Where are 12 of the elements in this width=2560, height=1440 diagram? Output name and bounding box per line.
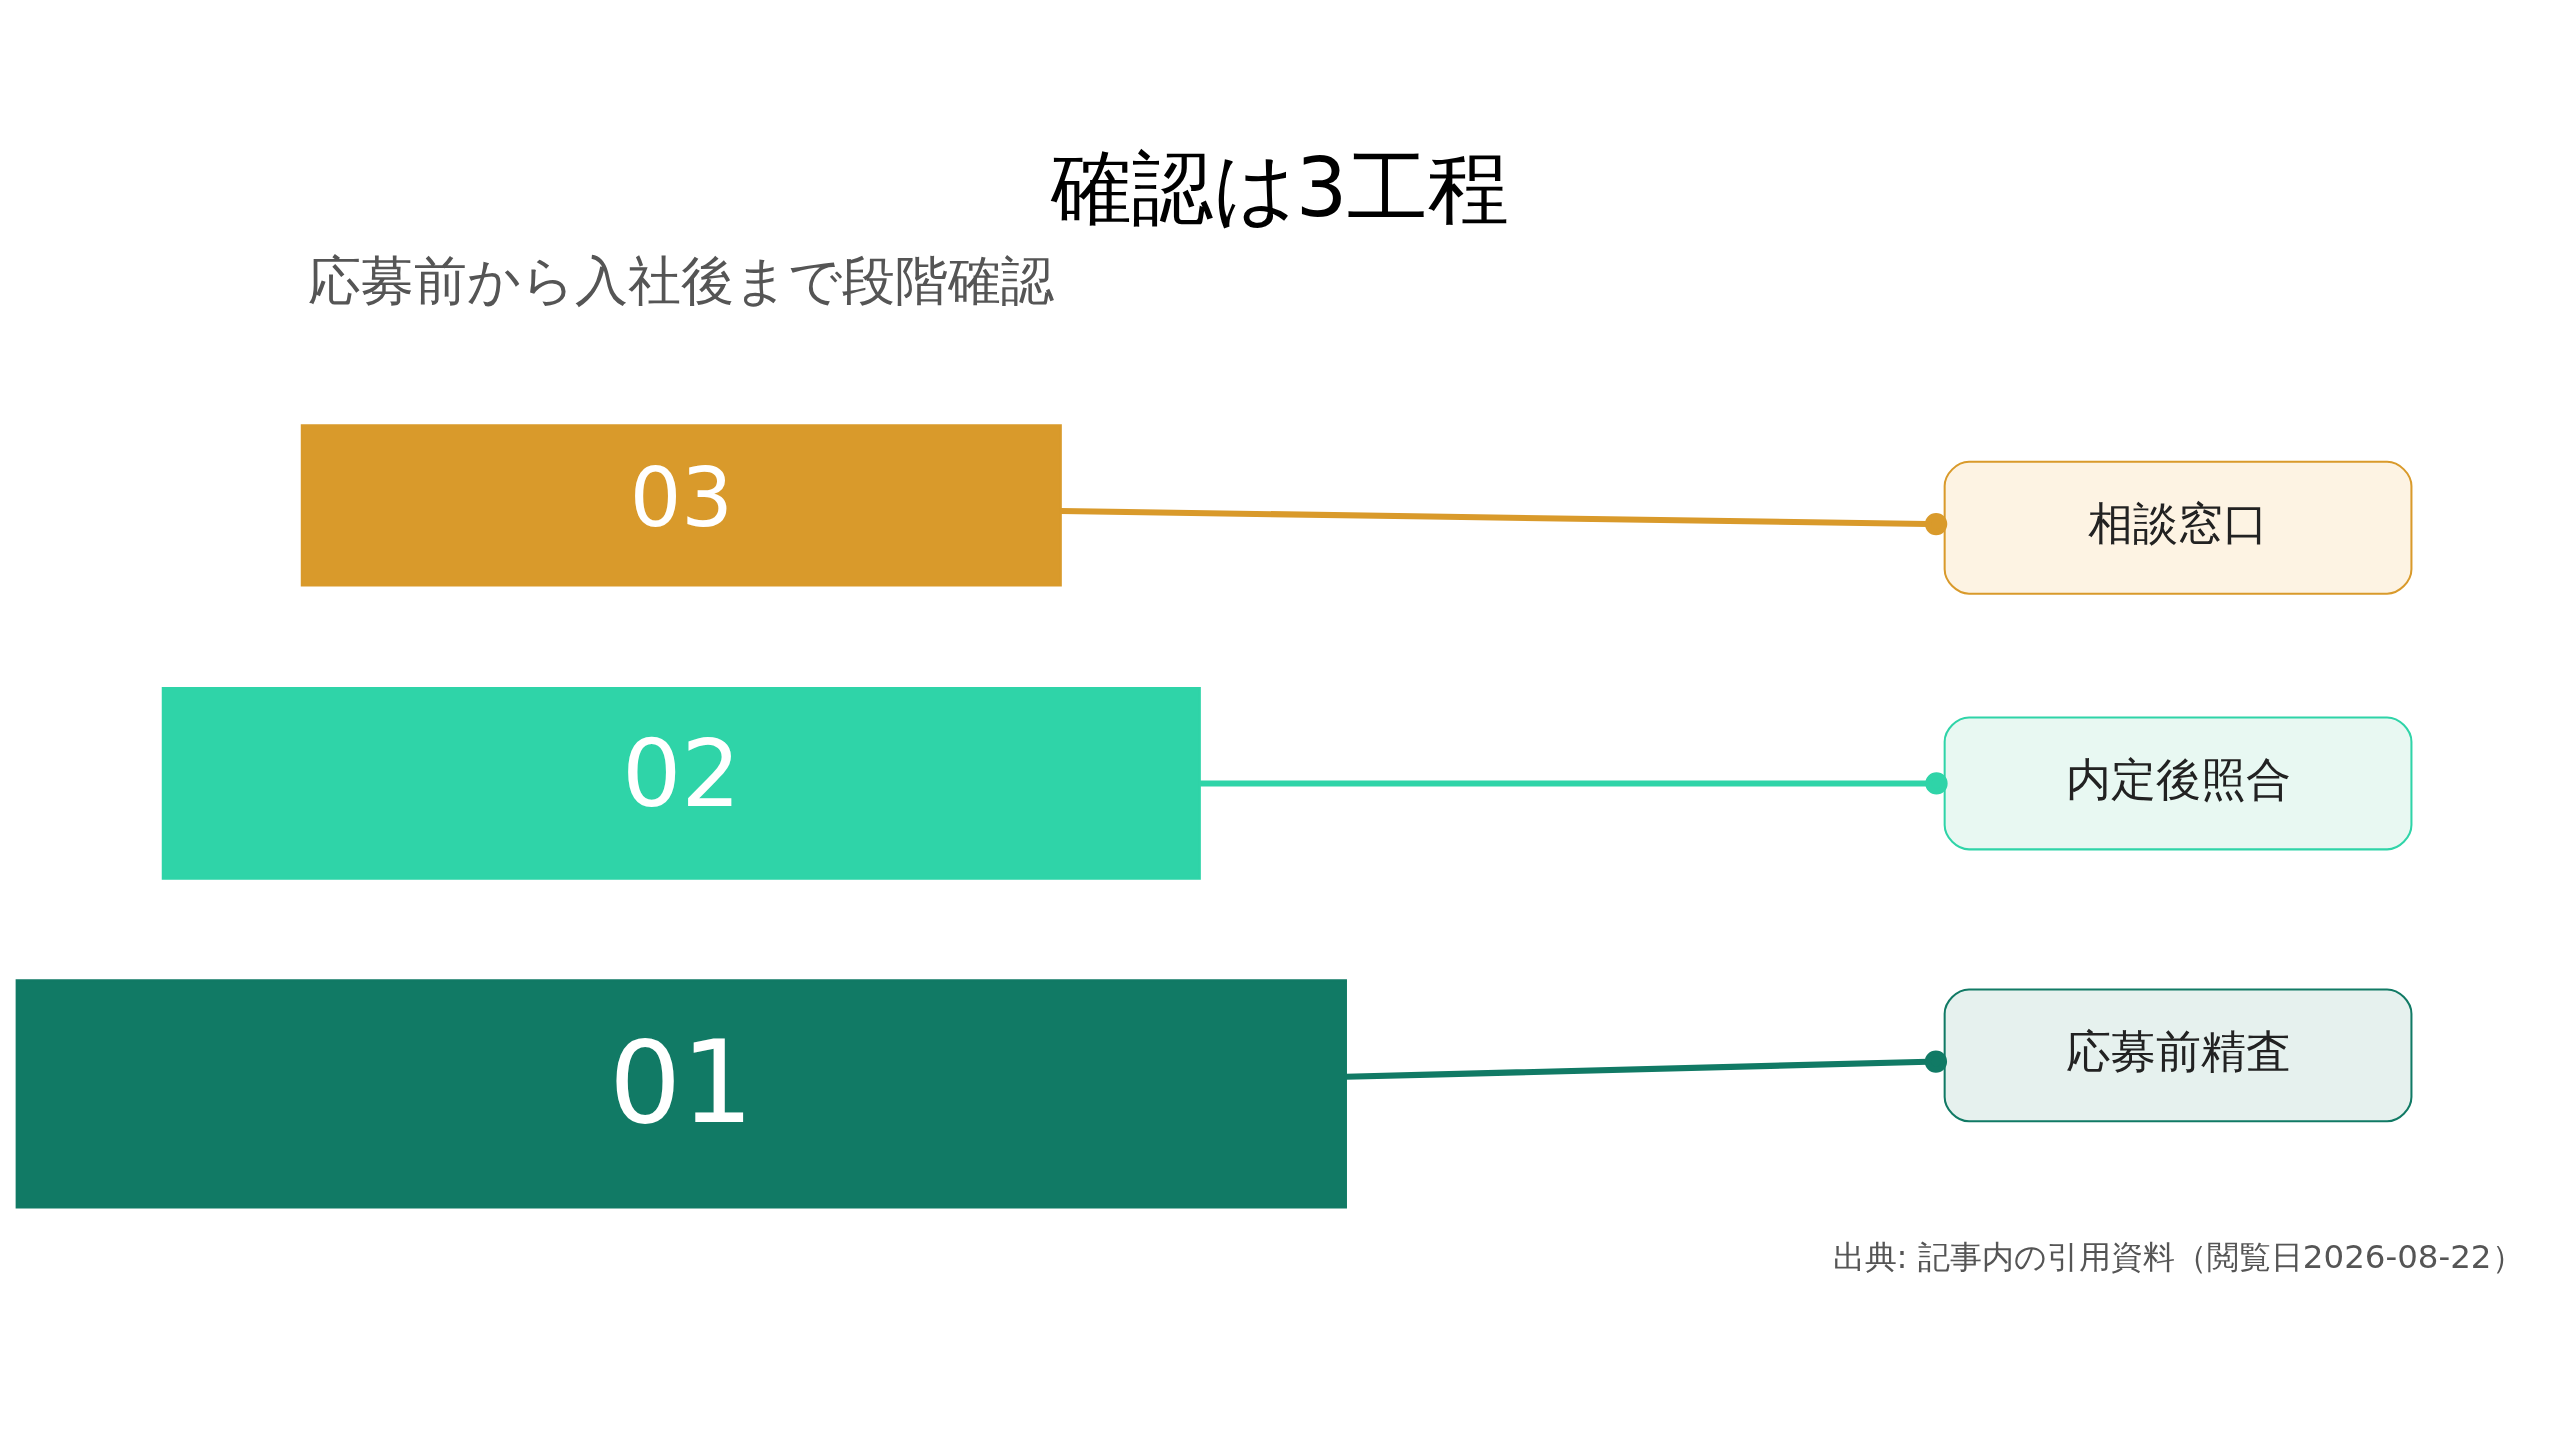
connector xyxy=(1060,507,1948,536)
node-box: 内定後照合 xyxy=(1943,716,2413,851)
node-box: 応募前精査 xyxy=(1943,988,2413,1123)
node-box: 相談窓口 xyxy=(1943,460,2413,595)
connector xyxy=(1346,1050,1948,1080)
label: 応募前から入社後まで段階確認 xyxy=(308,249,1055,311)
node-box: 03 xyxy=(300,424,1062,587)
diagram-title: 確認は3工程 xyxy=(1050,141,1510,236)
node-box: 01 xyxy=(15,979,1347,1209)
connector xyxy=(1200,772,1948,795)
node-box: 02 xyxy=(161,687,1201,880)
caption: 出典: 記事内の引用資料（閲覧日2026-08-22） xyxy=(1832,1238,2524,1277)
